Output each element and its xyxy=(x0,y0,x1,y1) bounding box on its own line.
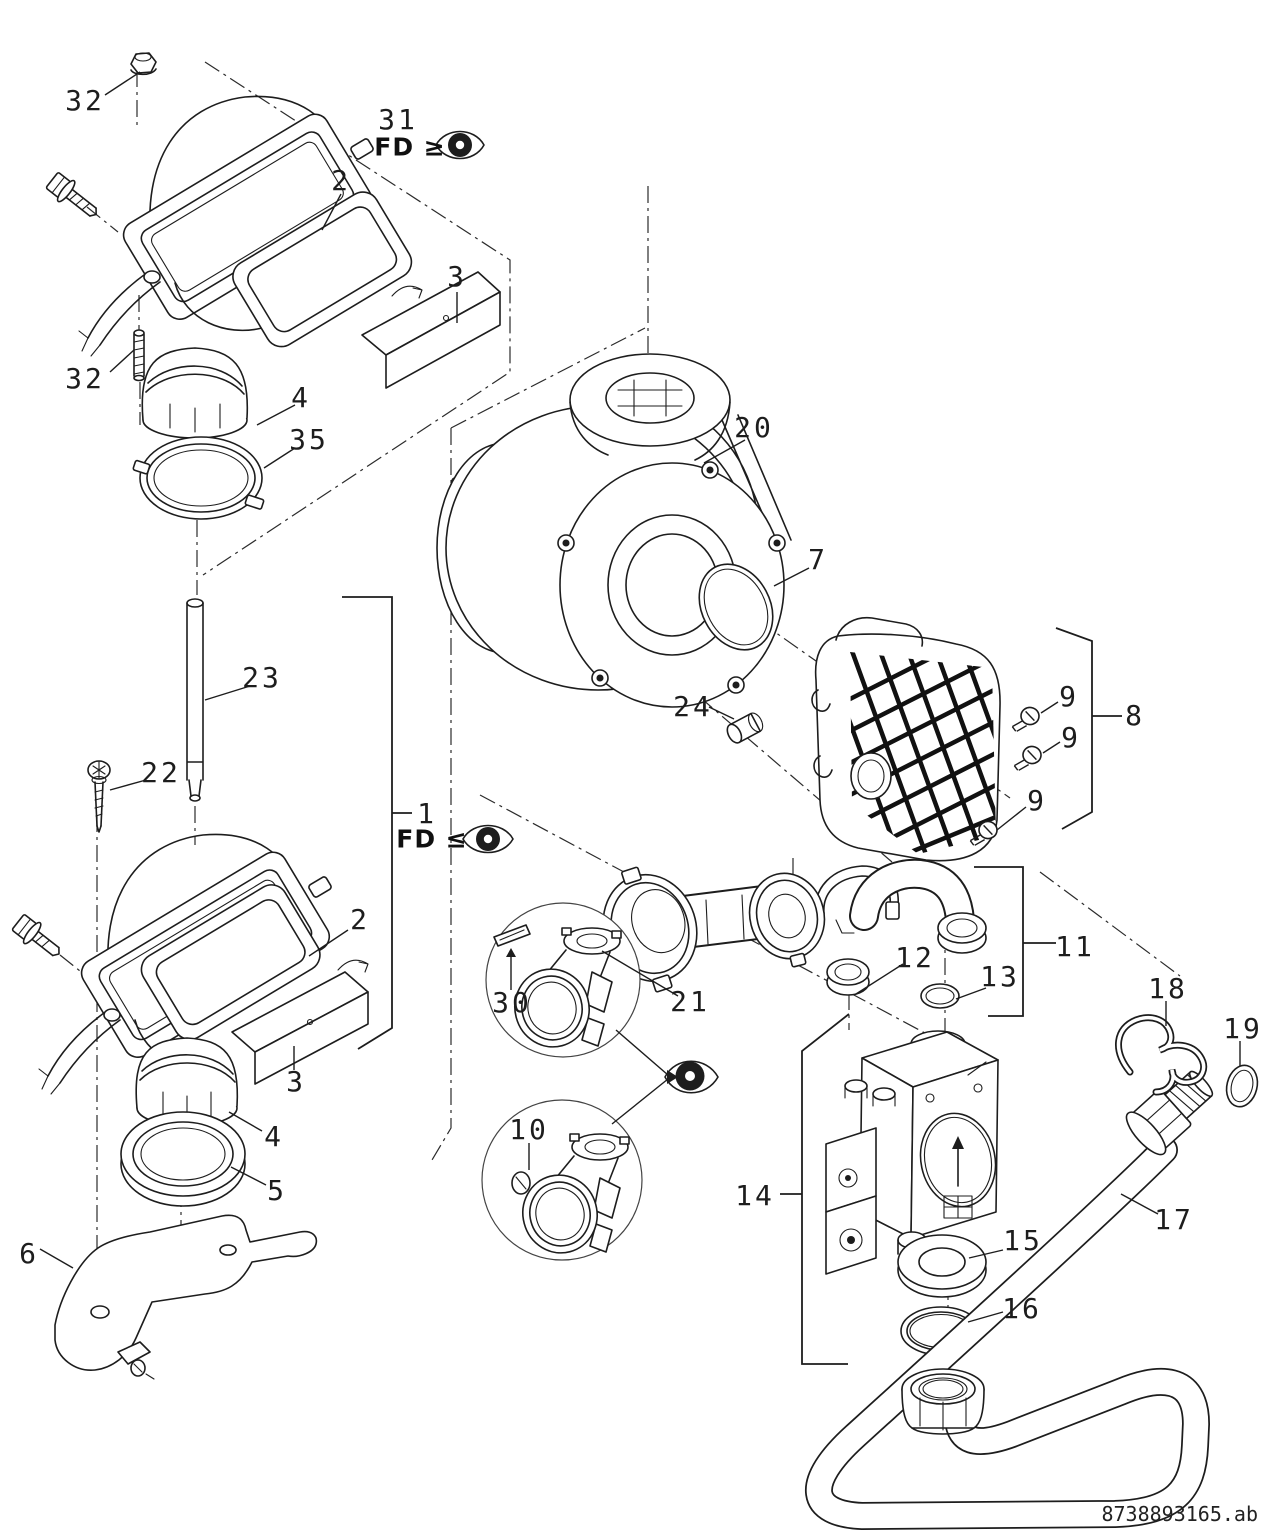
part-callout-31: 31 xyxy=(378,103,418,136)
part-callout-12: 12 xyxy=(895,941,935,974)
part-callout-15: 15 xyxy=(1003,1224,1043,1257)
bolt-32-bottom xyxy=(11,914,60,957)
part-callout-16: 16 xyxy=(1002,1292,1042,1325)
part-callout-3: 3 xyxy=(286,1065,306,1098)
part-callout-2: 2 xyxy=(331,164,351,197)
ring-35 xyxy=(132,436,265,520)
part-callout-9: 9 xyxy=(1059,680,1079,713)
fd-condition-top: FD ≥ xyxy=(374,132,446,162)
part-callout-7: 7 xyxy=(808,543,828,576)
part-callout-19: 19 xyxy=(1223,1012,1263,1045)
pin-24 xyxy=(726,712,764,744)
group-bracket-14 xyxy=(801,1013,850,1365)
o-ring-13 xyxy=(920,983,960,1009)
part-callout-6: 6 xyxy=(19,1237,39,1270)
label-tag-30 xyxy=(493,924,531,947)
part-callout-4: 4 xyxy=(291,381,311,414)
stud-screw-32 xyxy=(133,329,145,382)
part-callout-9: 9 xyxy=(1061,721,1081,754)
fd-condition-middle: FD ≤ xyxy=(396,824,468,854)
eye-icon xyxy=(462,824,514,854)
bracket-6 xyxy=(54,1214,318,1380)
fd-bottom-eye xyxy=(462,824,514,854)
bolt-32-top xyxy=(45,172,97,217)
part-callout-1: 1 xyxy=(417,797,437,830)
washer-15 xyxy=(897,1234,987,1298)
part-callout-17: 17 xyxy=(1154,1203,1194,1236)
document-number: 8738893165.ab xyxy=(1101,1502,1258,1526)
eye-icon xyxy=(435,130,485,160)
clip-18 xyxy=(1115,1014,1208,1096)
part-callout-4: 4 xyxy=(264,1120,284,1153)
ring-5 xyxy=(120,1111,246,1207)
part-callout-8: 8 xyxy=(1125,699,1145,732)
part-callout-21: 21 xyxy=(670,985,710,1018)
detail-circle-30 xyxy=(485,902,641,1058)
o-ring-7 xyxy=(698,563,774,651)
part-callout-32: 32 xyxy=(65,362,105,395)
venturi-30 xyxy=(514,927,622,1048)
fd-top-eye xyxy=(435,130,485,160)
group-brackets xyxy=(342,596,1122,1365)
part-callout-35: 35 xyxy=(289,423,329,456)
part-callout-22: 22 xyxy=(141,756,181,789)
filter-3-bottom xyxy=(231,959,369,1085)
part-callout-14: 14 xyxy=(735,1179,775,1212)
part-callout-30: 30 xyxy=(492,986,532,1019)
rod-23 xyxy=(186,598,204,802)
group-bracket-11 xyxy=(974,866,1024,1017)
o-ring-19 xyxy=(1225,1064,1259,1108)
part-callout-10: 10 xyxy=(509,1113,549,1146)
part-callout-9: 9 xyxy=(1027,784,1047,817)
eye-icon xyxy=(664,1060,719,1094)
part-callout-3: 3 xyxy=(447,260,467,293)
part-callout-5: 5 xyxy=(267,1174,287,1207)
detail-circle-10 xyxy=(481,1099,643,1261)
mixer-tube-21 xyxy=(602,866,826,993)
elbow-pipe-11 xyxy=(849,858,987,954)
screw-22 xyxy=(87,760,111,833)
part-callout-32: 32 xyxy=(65,84,105,117)
part-callout-18: 18 xyxy=(1148,972,1188,1005)
gasket-2-top xyxy=(232,191,413,348)
gasket-2-bottom xyxy=(140,884,321,1041)
part-callout-23: 23 xyxy=(242,661,282,694)
part-callout-11: 11 xyxy=(1055,930,1095,963)
leader-lines xyxy=(39,71,1241,1323)
cap-4-top xyxy=(141,347,249,439)
filter-3-top xyxy=(361,271,501,389)
part-callout-13: 13 xyxy=(980,960,1020,993)
part-callout-20: 20 xyxy=(734,411,774,444)
detail-eye-callout xyxy=(611,1029,719,1125)
pipe-fitting-17 xyxy=(1125,1070,1214,1156)
group-bracket-8 xyxy=(1055,627,1093,830)
venturi-10 xyxy=(522,1133,630,1254)
part-callout-24: 24 xyxy=(673,690,713,723)
washer-12 xyxy=(826,958,870,996)
union-nut-17 xyxy=(901,1368,985,1435)
gas-valve-14 xyxy=(825,1030,999,1275)
part-callout-2: 2 xyxy=(350,903,370,936)
plug-screw-10 xyxy=(511,1171,531,1195)
burner-door-8 xyxy=(811,616,1001,862)
